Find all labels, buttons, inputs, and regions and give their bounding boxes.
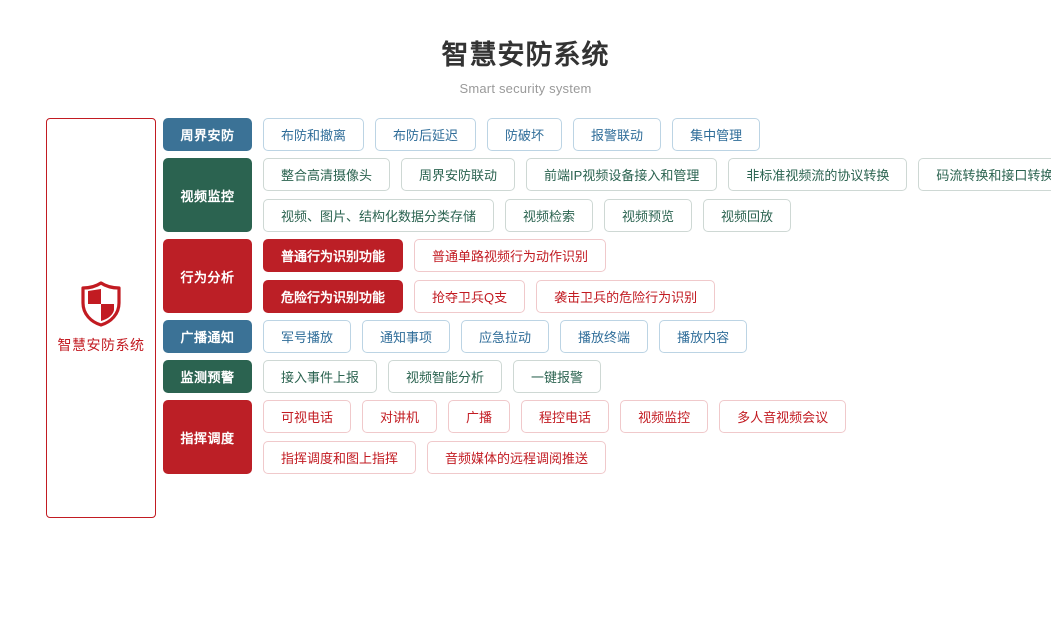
feature-chip[interactable]: 非标准视频流的协议转换 <box>728 158 908 191</box>
feature-chip[interactable]: 普通单路视频行为动作识别 <box>414 239 607 272</box>
feature-chip[interactable]: 通知事项 <box>362 320 451 353</box>
shield-icon <box>80 281 122 327</box>
feature-chip[interactable]: 集中管理 <box>672 118 761 151</box>
category-label[interactable]: 监测预警 <box>163 360 252 393</box>
feature-group-label[interactable]: 危险行为识别功能 <box>263 280 404 313</box>
feature-chip[interactable]: 周界安防联动 <box>401 158 516 191</box>
feature-chip[interactable]: 整合高清摄像头 <box>263 158 391 191</box>
category-label[interactable]: 指挥调度 <box>163 400 252 474</box>
item-line: 军号播放通知事项应急拉动播放终端播放内容 <box>263 320 1051 353</box>
feature-chip[interactable]: 应急拉动 <box>461 320 550 353</box>
category-label[interactable]: 行为分析 <box>163 239 252 313</box>
feature-chip[interactable]: 军号播放 <box>263 320 352 353</box>
feature-chip[interactable]: 视频、图片、结构化数据分类存储 <box>263 199 495 232</box>
sidebar-brand-label: 智慧安防系统 <box>57 337 145 353</box>
feature-chip[interactable]: 防破坏 <box>487 118 563 151</box>
category-row: 监测预警接入事件上报视频智能分析一键报警 <box>163 360 1051 393</box>
item-line: 指挥调度和图上指挥音频媒体的远程调阅推送 <box>263 441 1051 474</box>
sidebar-brand-panel: 智慧安防系统 <box>46 118 156 518</box>
item-line: 布防和撤离布防后延迟防破坏报警联动集中管理 <box>263 118 1051 151</box>
feature-chip[interactable]: 码流转换和接口转换 <box>918 158 1051 191</box>
category-items: 普通行为识别功能普通单路视频行为动作识别危险行为识别功能抢夺卫兵Q支袭击卫兵的危… <box>263 239 1051 313</box>
feature-group-label[interactable]: 普通行为识别功能 <box>263 239 404 272</box>
category-items: 接入事件上报视频智能分析一键报警 <box>263 360 1051 393</box>
feature-chip[interactable]: 视频回放 <box>703 199 792 232</box>
feature-chip[interactable]: 对讲机 <box>362 400 438 433</box>
category-label[interactable]: 周界安防 <box>163 118 252 151</box>
content-area: 智慧安防系统 周界安防布防和撤离布防后延迟防破坏报警联动集中管理视频监控整合高清… <box>0 118 1051 518</box>
category-row: 视频监控整合高清摄像头周界安防联动前端IP视频设备接入和管理非标准视频流的协议转… <box>163 158 1051 232</box>
item-line: 普通行为识别功能普通单路视频行为动作识别 <box>263 239 1051 272</box>
feature-chip[interactable]: 可视电话 <box>263 400 352 433</box>
category-items: 布防和撤离布防后延迟防破坏报警联动集中管理 <box>263 118 1051 151</box>
item-line: 整合高清摄像头周界安防联动前端IP视频设备接入和管理非标准视频流的协议转换码流转… <box>263 158 1051 191</box>
page-title: 智慧安防系统 <box>441 40 610 70</box>
feature-chip[interactable]: 指挥调度和图上指挥 <box>263 441 417 474</box>
feature-chip[interactable]: 播放终端 <box>560 320 649 353</box>
feature-chip[interactable]: 布防后延迟 <box>375 118 477 151</box>
category-row: 指挥调度可视电话对讲机广播程控电话视频监控多人音视频会议指挥调度和图上指挥音频媒… <box>163 400 1051 474</box>
category-row: 广播通知军号播放通知事项应急拉动播放终端播放内容 <box>163 320 1051 353</box>
feature-chip[interactable]: 播放内容 <box>659 320 748 353</box>
item-line: 可视电话对讲机广播程控电话视频监控多人音视频会议 <box>263 400 1051 433</box>
feature-chip[interactable]: 视频预览 <box>604 199 693 232</box>
category-items: 可视电话对讲机广播程控电话视频监控多人音视频会议指挥调度和图上指挥音频媒体的远程… <box>263 400 1051 474</box>
item-line: 接入事件上报视频智能分析一键报警 <box>263 360 1051 393</box>
item-line: 视频、图片、结构化数据分类存储视频检索视频预览视频回放 <box>263 199 1051 232</box>
feature-chip[interactable]: 接入事件上报 <box>263 360 378 393</box>
feature-chip[interactable]: 前端IP视频设备接入和管理 <box>526 158 718 191</box>
feature-chip[interactable]: 抢夺卫兵Q支 <box>414 280 526 313</box>
feature-chip[interactable]: 视频智能分析 <box>388 360 503 393</box>
feature-chip[interactable]: 布防和撤离 <box>263 118 365 151</box>
feature-chip[interactable]: 袭击卫兵的危险行为识别 <box>536 280 716 313</box>
category-items: 军号播放通知事项应急拉动播放终端播放内容 <box>263 320 1051 353</box>
page-header: 智慧安防系统 Smart security system <box>0 0 1051 99</box>
feature-chip[interactable]: 广播 <box>448 400 511 433</box>
feature-chip[interactable]: 视频监控 <box>620 400 709 433</box>
category-rows: 周界安防布防和撤离布防后延迟防破坏报警联动集中管理视频监控整合高清摄像头周界安防… <box>163 118 1051 481</box>
category-row: 行为分析普通行为识别功能普通单路视频行为动作识别危险行为识别功能抢夺卫兵Q支袭击… <box>163 239 1051 313</box>
feature-chip[interactable]: 一键报警 <box>513 360 602 393</box>
feature-chip[interactable]: 程控电话 <box>521 400 610 433</box>
category-label[interactable]: 视频监控 <box>163 158 252 232</box>
category-items: 整合高清摄像头周界安防联动前端IP视频设备接入和管理非标准视频流的协议转换码流转… <box>263 158 1051 232</box>
feature-chip[interactable]: 视频检索 <box>505 199 594 232</box>
page-subtitle: Smart security system <box>459 81 592 96</box>
category-row: 周界安防布防和撤离布防后延迟防破坏报警联动集中管理 <box>163 118 1051 151</box>
category-label[interactable]: 广播通知 <box>163 320 252 353</box>
feature-chip[interactable]: 多人音视频会议 <box>719 400 847 433</box>
feature-chip[interactable]: 音频媒体的远程调阅推送 <box>427 441 607 474</box>
feature-chip[interactable]: 报警联动 <box>573 118 662 151</box>
item-line: 危险行为识别功能抢夺卫兵Q支袭击卫兵的危险行为识别 <box>263 280 1051 313</box>
